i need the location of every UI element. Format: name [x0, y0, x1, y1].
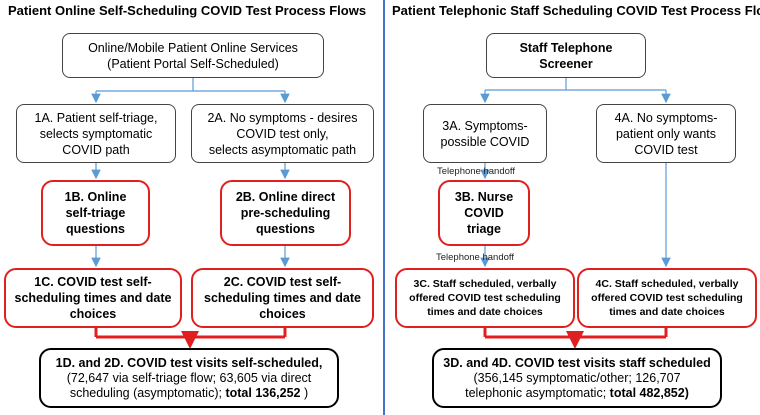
left-result-line2: (72,647 via self-triage flow; 63,605 via… — [66, 370, 312, 385]
online-services-box: Online/Mobile Patient Online Services (P… — [62, 33, 324, 78]
box-4c-label: 4C. Staff scheduled, verbally offered CO… — [591, 278, 743, 318]
box-2c: 2C. COVID test self- scheduling times an… — [191, 268, 374, 328]
box-3a-label: 3A. Symptoms- possible COVID — [440, 118, 530, 149]
right-top-split-connector — [480, 78, 671, 104]
left-result-line3: scheduling (asymptomatic); — [69, 385, 222, 400]
box-2a-label: 2A. No symptoms - desires COVID test onl… — [207, 110, 358, 157]
box-3a: 3A. Symptoms- possible COVID — [423, 104, 547, 163]
box-1d-2d-result: 1D. and 2D. COVID test visits self-sched… — [39, 348, 339, 408]
box-4c: 4C. Staff scheduled, verbally offered CO… — [577, 268, 757, 328]
right-vertical-arrows — [480, 163, 671, 268]
right-result-line1: 3D. and 4D. COVID test visits staff sche… — [443, 355, 711, 370]
box-3b-label: 3B. Nurse COVID triage — [454, 190, 514, 236]
left-top-split-connector — [91, 78, 290, 104]
box-1c-label: 1C. COVID test self- scheduling times an… — [14, 275, 172, 321]
box-1a: 1A. Patient self-triage, selects symptom… — [16, 104, 176, 163]
right-merge-connector — [483, 328, 668, 349]
staff-screener-label: Staff Telephone Screener — [519, 40, 613, 71]
right-panel-title: Patient Telephonic Staff Scheduling COVI… — [392, 3, 760, 18]
telephone-handoff-label-1: Telephone handoff — [437, 166, 516, 177]
box-3b: 3B. Nurse COVID triage — [438, 180, 530, 246]
left-result-line3-wrap: scheduling (asymptomatic); total 136,252… — [70, 386, 308, 401]
box-2c-label: 2C. COVID test self- scheduling times an… — [204, 275, 361, 321]
right-result-line3-wrap: telephonic asymptomatic; total 482,852) — [465, 386, 689, 401]
online-services-label: Online/Mobile Patient Online Services (P… — [88, 40, 298, 71]
box-2a: 2A. No symptoms - desires COVID test onl… — [191, 104, 374, 163]
right-result-total: total 482,852) — [609, 385, 689, 400]
box-3c-label: 3C. Staff scheduled, verbally offered CO… — [409, 278, 561, 318]
panel-divider — [383, 0, 385, 415]
box-1c: 1C. COVID test self- scheduling times an… — [4, 268, 182, 328]
right-result-line2: (356,145 symptomatic/other; 126,707 — [473, 370, 681, 385]
box-4a-label: 4A. No symptoms- patient only wants COVI… — [614, 110, 718, 157]
box-1a-label: 1A. Patient self-triage, selects symptom… — [34, 110, 158, 157]
telephone-handoff-label-2: Telephone handoff — [436, 252, 515, 263]
box-2b-label: 2B. Online direct pre-scheduling questio… — [235, 190, 336, 236]
left-vertical-arrows — [91, 163, 290, 268]
right-result-line3: telephonic asymptomatic; — [465, 385, 607, 400]
left-result-end: ) — [300, 385, 309, 400]
box-1b-label: 1B. Online self-triage questions — [64, 190, 127, 236]
left-merge-connector — [94, 328, 287, 349]
box-4a: 4A. No symptoms- patient only wants COVI… — [596, 104, 736, 163]
left-result-total: total 136,252 — [225, 385, 301, 400]
box-3d-4d-result: 3D. and 4D. COVID test visits staff sche… — [432, 348, 722, 408]
box-3c: 3C. Staff scheduled, verbally offered CO… — [395, 268, 575, 328]
left-result-line1: 1D. and 2D. COVID test visits self-sched… — [55, 355, 323, 370]
left-panel-title: Patient Online Self-Scheduling COVID Tes… — [8, 3, 367, 18]
box-2b: 2B. Online direct pre-scheduling questio… — [220, 180, 351, 246]
staff-screener-box: Staff Telephone Screener — [486, 33, 646, 78]
box-1b: 1B. Online self-triage questions — [41, 180, 150, 246]
